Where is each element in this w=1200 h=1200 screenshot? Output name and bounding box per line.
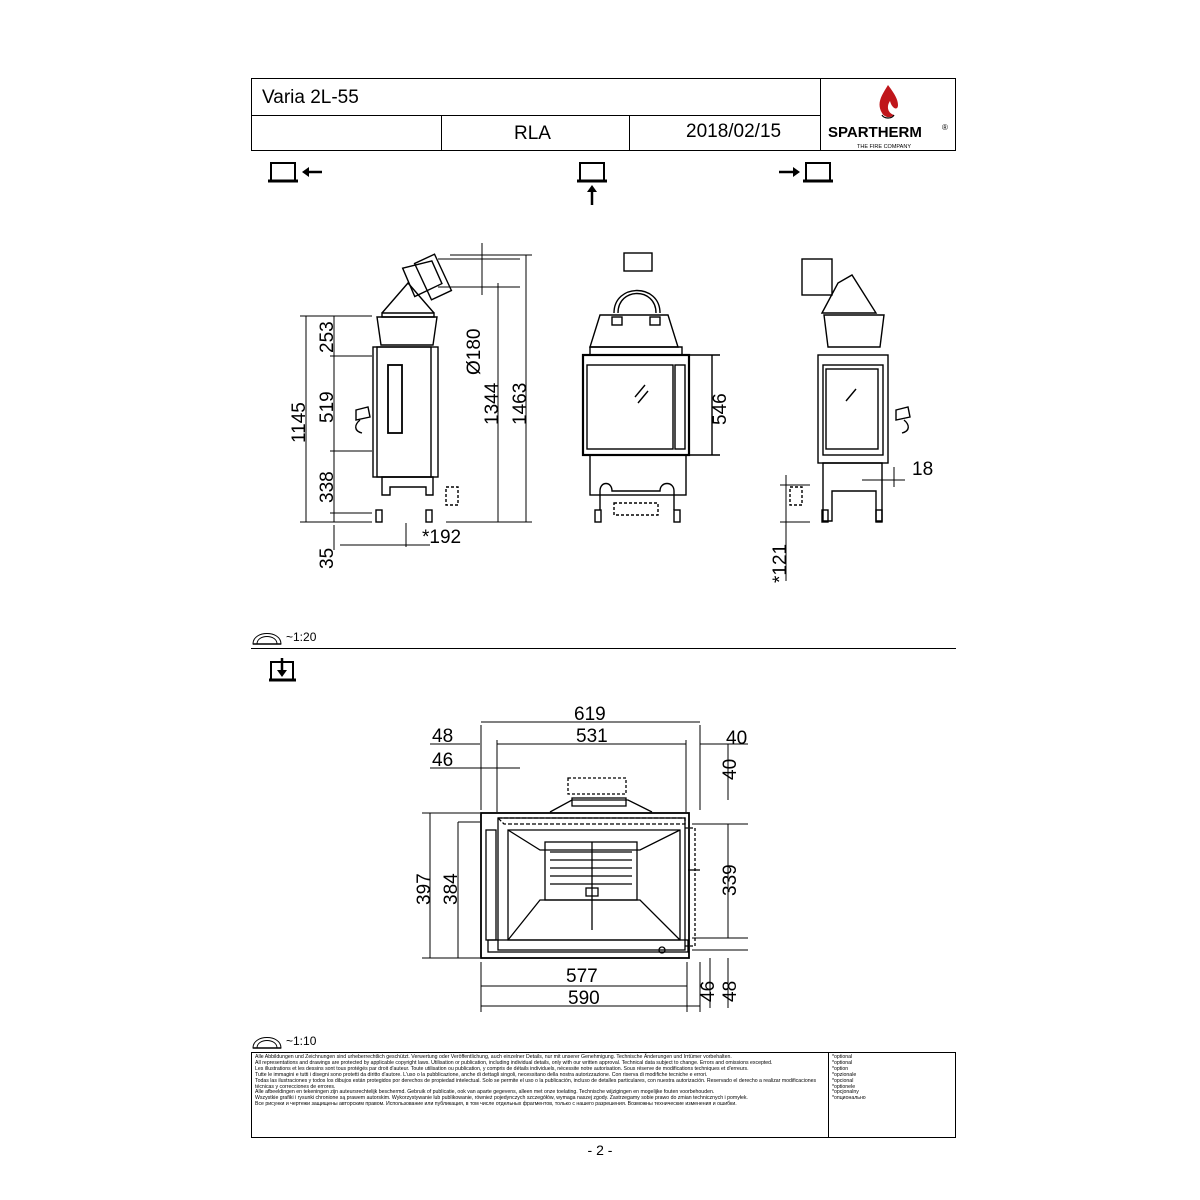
dim-18: 18 bbox=[912, 459, 933, 480]
brand-name: SPARTHERM bbox=[828, 124, 922, 141]
dim-546: 546 bbox=[710, 393, 731, 425]
dim-519: 519 bbox=[317, 391, 338, 423]
dim-1463: 1463 bbox=[510, 383, 531, 425]
registered-mark: ® bbox=[942, 123, 948, 132]
legal-line: Все рисунки и чертежи защищены авторским… bbox=[255, 1101, 737, 1108]
dim-35: 35 bbox=[317, 548, 338, 569]
dim-339: 339 bbox=[720, 864, 741, 896]
plan-view: 619 531 48 46 40 40 397 384 339 577 590 … bbox=[414, 704, 748, 1012]
dim-48-bottom: 48 bbox=[720, 981, 741, 1002]
optional-label: *optional bbox=[832, 1054, 853, 1060]
legal-line: Todas las ilustraciones y todos los dibu… bbox=[255, 1077, 817, 1090]
dim-590: 590 bbox=[568, 988, 600, 1009]
scale-ruler-icon bbox=[252, 1037, 282, 1049]
drawing-date: 2018/02/15 bbox=[686, 121, 782, 142]
dim-46-top: 46 bbox=[432, 750, 453, 771]
side-view-left bbox=[355, 253, 459, 523]
legal-line: Tutte le immagini e tutti i disegni sono… bbox=[255, 1071, 708, 1078]
optional-label: *optionele bbox=[832, 1083, 856, 1090]
dim-384: 384 bbox=[441, 873, 462, 905]
dim-619: 619 bbox=[574, 704, 606, 725]
dim-577: 577 bbox=[566, 966, 598, 987]
legal-line: Alle Abbildungen und Zeichnungen sind ur… bbox=[255, 1054, 732, 1060]
optional-legend: *optional *optional *option *opzionale *… bbox=[832, 1054, 952, 1102]
dim-1145: 1145 bbox=[289, 402, 310, 443]
view-from-top-icon bbox=[269, 658, 296, 682]
dim-253: 253 bbox=[317, 321, 338, 353]
optional-label: *опционально bbox=[832, 1095, 866, 1102]
title-block-divider bbox=[629, 115, 630, 151]
optional-label: *optional bbox=[832, 1059, 853, 1066]
model-name: Varia 2L-55 bbox=[262, 87, 359, 108]
dim-diameter-180: Ø180 bbox=[464, 329, 485, 375]
view-from-front-icon bbox=[577, 162, 607, 205]
dim-46-bottom: 46 bbox=[698, 981, 719, 1002]
dim-40-vertical: 40 bbox=[720, 759, 741, 780]
scale-ruler-icon bbox=[252, 633, 282, 645]
dim-48-top: 48 bbox=[432, 726, 453, 747]
dim-531: 531 bbox=[576, 726, 608, 747]
spartherm-logo: SPARTHERM ® THE FIRE COMPANY bbox=[828, 85, 948, 150]
elevation-views: 253 519 1145 338 35 *192 Ø180 1344 1463 … bbox=[289, 243, 933, 583]
scale-label-elevation: ~1:20 bbox=[286, 630, 317, 644]
legal-notice: Alle Abbildungen und Zeichnungen sind ur… bbox=[251, 1052, 956, 1138]
flame-icon bbox=[879, 85, 898, 118]
dim-397: 397 bbox=[414, 873, 435, 905]
section-divider bbox=[251, 648, 956, 649]
brand-tagline: THE FIRE COMPANY bbox=[857, 144, 911, 150]
legal-line: Alle afbeeldingen en tekeningen zijn aut… bbox=[255, 1089, 715, 1096]
dim-40-right: 40 bbox=[726, 728, 747, 749]
page-number: - 2 - bbox=[587, 1142, 613, 1158]
legal-line: Les illustrations et les dessins sont to… bbox=[255, 1065, 749, 1072]
title-block-divider bbox=[441, 115, 442, 151]
optional-label: *opzionale bbox=[832, 1071, 857, 1078]
optional-label: *opcional bbox=[832, 1077, 854, 1084]
view-from-right-icon bbox=[779, 162, 833, 183]
scale-label-plan: ~1:10 bbox=[286, 1034, 317, 1048]
drawing-code: RLA bbox=[514, 123, 551, 144]
title-block-divider bbox=[252, 115, 820, 116]
dim-121: *121 bbox=[770, 544, 791, 583]
view-from-left-icon bbox=[268, 162, 322, 183]
optional-label: *option bbox=[832, 1065, 849, 1072]
legal-line: All representations and drawings are pro… bbox=[255, 1059, 773, 1066]
legal-text: Alle Abbildungen und Zeichnungen sind ur… bbox=[255, 1054, 827, 1108]
title-block-divider bbox=[820, 79, 821, 151]
title-block: Varia 2L-55 RLA 2018/02/15 SPARTHERM ® T… bbox=[251, 78, 956, 151]
dim-338: 338 bbox=[317, 471, 338, 503]
optional-label: *opcjonalny bbox=[832, 1089, 859, 1096]
dim-1344: 1344 bbox=[482, 382, 503, 425]
legal-line: Wszystkie grafiki i rysunki chronione są… bbox=[255, 1095, 748, 1102]
side-view-right bbox=[789, 258, 911, 523]
front-view bbox=[581, 252, 720, 523]
legal-divider bbox=[828, 1053, 829, 1137]
dim-192: *192 bbox=[422, 527, 461, 548]
